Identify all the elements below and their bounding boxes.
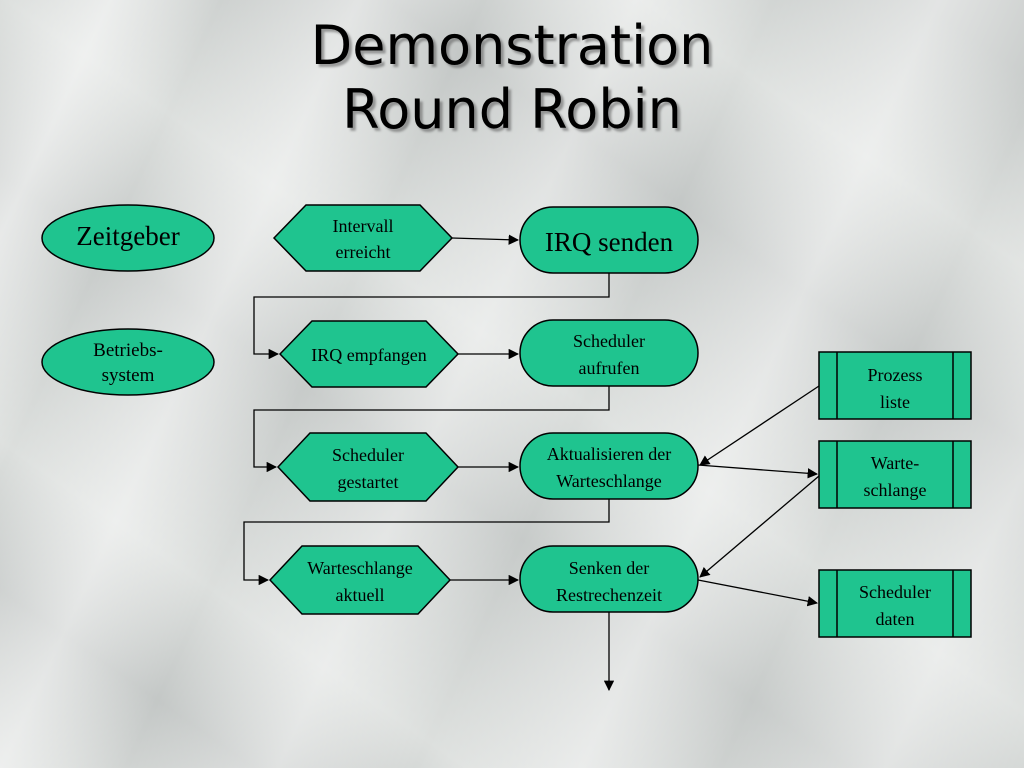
arrow-prozess-liste-to-aktualisieren [699,385,820,466]
arrow-aktualisieren-to-warteschlange-aktuell [243,499,610,586]
warte-schlange-label-1: Warte- [871,453,920,473]
prozess-liste-label-1: Prozess [868,365,923,385]
aktualisieren-node: Aktualisieren der Warteschlange [519,432,699,500]
arrow-irq-senden-to-irq-empfangen [253,273,610,360]
irq-empfangen-node: IRQ empfangen [278,320,460,388]
scheduler-aufrufen-node: Scheduler aufrufen [519,319,699,387]
arrow-warte-schlange-to-senken [699,475,820,578]
prozess-liste-store: Prozess liste [818,351,972,420]
arrow-intervall-to-irq-senden [451,234,520,245]
senken-label-1: Senken der [569,558,649,578]
senken-node: Senken der Restrechenzeit [519,545,699,613]
senken-label-2: Restrechenzeit [556,585,662,605]
intervall-erreicht-node: Intervall erreicht [272,204,454,272]
intervall-erreicht-label-1: Intervall [333,216,394,236]
scheduler-gestartet-node: Scheduler gestartet [276,432,460,502]
scheduler-gestartet-label-2: gestartet [338,472,399,492]
scheduler-daten-store: Scheduler daten [818,569,972,638]
scheduler-aufrufen-label-2: aufrufen [579,358,640,378]
aktualisieren-label-2: Warteschlange [556,471,662,491]
scheduler-daten-label-1: Scheduler [859,582,931,602]
betriebssystem-label-1: Betriebs- [93,340,163,361]
warteschlange-aktuell-node: Warteschlange aktuell [268,545,452,615]
aktualisieren-label-1: Aktualisieren der [547,444,671,464]
warteschlange-aktuell-label-1: Warteschlange [307,558,413,578]
betriebssystem-node: Betriebs- system [41,328,215,396]
prozess-liste-label-2: liste [880,392,910,412]
warte-schlange-store: Warte- schlange [818,440,972,509]
warteschlange-aktuell-label-2: aktuell [336,585,385,605]
zeitgeber-node: Zeitgeber [41,204,215,272]
scheduler-daten-label-2: daten [876,609,915,629]
irq-empfangen-label: IRQ empfangen [311,345,426,365]
scheduler-gestartet-label-1: Scheduler [332,445,404,465]
intervall-erreicht-label-2: erreicht [336,242,391,262]
irq-senden-label: IRQ senden [545,227,674,257]
title-line-2: Round Robin [342,78,682,141]
arrow-aktualisieren-to-warte-schlange [697,464,819,479]
arrow-scheduler-aufrufen-to-gestartet [253,386,610,473]
betriebssystem-label-2: system [102,365,155,386]
zeitgeber-label: Zeitgeber [76,221,179,251]
scheduler-aufrufen-label-1: Scheduler [573,331,645,351]
arrow-senken-to-scheduler-daten [697,579,819,607]
irq-senden-node: IRQ senden [519,206,699,274]
page-title: Demonstration Round Robin [0,14,1024,142]
title-line-1: Demonstration [310,14,714,77]
warte-schlange-label-2: schlange [864,480,927,500]
